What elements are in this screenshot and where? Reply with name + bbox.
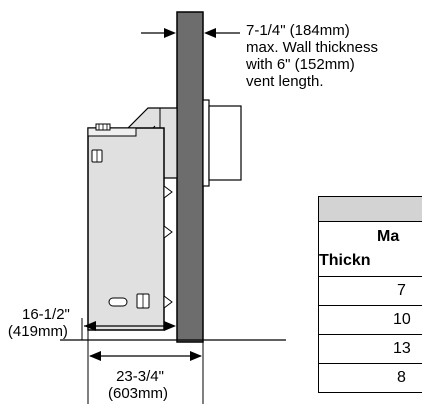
- mount-bracket-upper: [163, 185, 173, 199]
- table-cell: 13: [393, 340, 411, 357]
- depth-arrow-left: [89, 351, 101, 361]
- table-column-header: Ma Thickn: [318, 221, 422, 277]
- height-arrow-right: [164, 321, 176, 331]
- vent-cap-flange: [202, 99, 210, 187]
- depth-dimension-label: 23-3/4" (603mm): [108, 368, 168, 402]
- height-dimension-label: 16-1/2" (419mm): [8, 306, 70, 340]
- table-row: 7: [318, 276, 422, 306]
- wall-arrow-left: [164, 28, 176, 38]
- heater-unit-top: [87, 127, 137, 137]
- wall-thickness-note: 7-1/4" (184mm) max. Wall thickness with …: [246, 22, 378, 90]
- table-row: 13: [318, 334, 422, 364]
- table-title-bar: [318, 196, 422, 222]
- table-header-line-2: Thickn: [319, 252, 371, 269]
- wall-thickness-line-2: max. Wall thickness: [246, 39, 378, 56]
- mount-bracket-lower: [163, 295, 173, 309]
- table-row: 10: [318, 305, 422, 335]
- depth-dim-metric: (603mm): [108, 385, 169, 402]
- height-arrow-left: [84, 321, 96, 331]
- control-button-icon: [108, 297, 128, 307]
- depth-dim-imperial: 23-3/4": [116, 368, 164, 385]
- table-cell: 7: [397, 282, 406, 299]
- table-cell: 10: [393, 311, 411, 328]
- wall-arrow-right: [204, 28, 216, 38]
- vent-cap: [208, 105, 242, 181]
- wall-thickness-line-1: 7-1/4" (184mm): [246, 22, 350, 39]
- height-dim-metric: (419mm): [7, 323, 68, 340]
- table-cell: 8: [397, 369, 406, 386]
- wall-thickness-table: Ma Thickn 7 10 13 8: [318, 196, 422, 404]
- height-dim-imperial: 16-1/2": [22, 306, 70, 323]
- table-row: 8: [318, 363, 422, 393]
- depth-arrow-right: [190, 351, 202, 361]
- wall-thickness-line-3: with 6" (152mm): [246, 56, 355, 73]
- wall-section: [176, 11, 204, 343]
- wall-thickness-line-4: vent length.: [246, 73, 324, 90]
- table-header-line-1: Ma: [377, 228, 400, 245]
- mount-bracket-middle: [163, 225, 173, 239]
